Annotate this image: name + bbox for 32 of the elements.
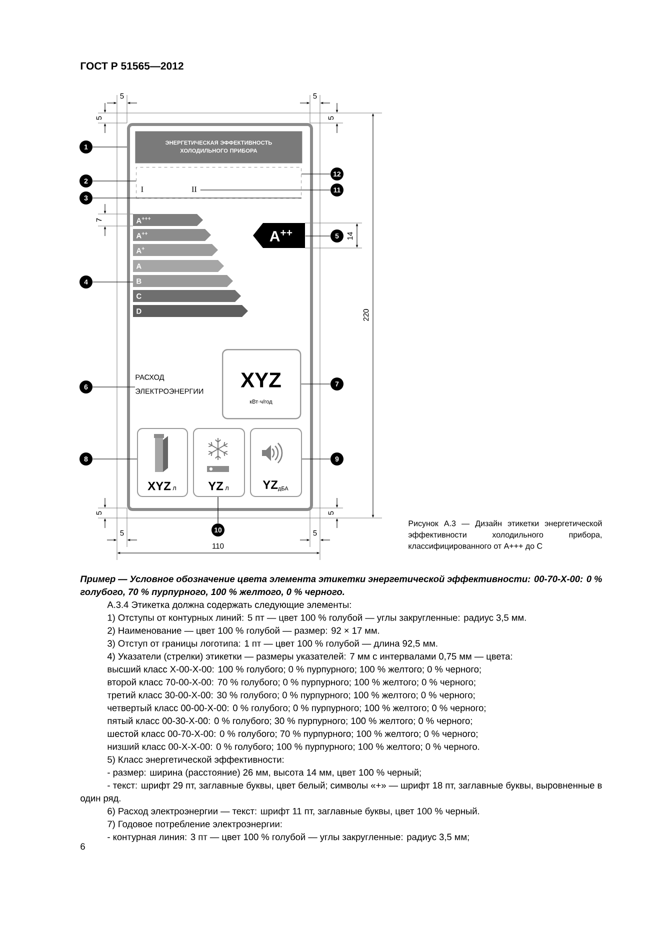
leader-line [92, 146, 128, 148]
paragraph: 2) Наименование — цвет 100 % голубой — размер: 92 × 17 мм. [108, 626, 379, 636]
label-frame [127, 123, 313, 511]
figure-caption: Рисунок А.3 — Дизайн этикетки энергетической эффективности холодильного прибора, классифицированного от А+++ до С [408, 520, 602, 550]
example-note: Пример — Условное обозначение цвета элемента этикетки энергетической эффективности: 00-70-X-00: 0 % голубого, 70 % пурпурного, 100 % желтого, 0 % черного. [80, 575, 602, 597]
class-indicator: A$^{++}$ [253, 223, 305, 248]
paragraph: пятый класс 00-30-X-00: 0 % голубого; 30 % пурпурного; 100 % желтого; 0 % черного; [108, 717, 472, 726]
paragraph: - контурная линия: 3 пт — цвет 100 % голубой — углы закругленные: радиус 3,5 мм; [108, 833, 469, 842]
leader-line [302, 458, 331, 460]
leader-line [92, 458, 138, 460]
paragraph: А.3.4 Этикетка должна содержать следующие элементы: [107, 601, 351, 610]
leader-line [92, 386, 136, 388]
paragraph: - размер: ширина (расстояние) 26 мм, высота 14 мм, цвет 100 % черный; [108, 768, 421, 778]
paragraph: 4) Указатели (стрелки) этикетки — размеры указателей: 7 мм с интервалами 0,75 мм — цвета: [107, 652, 512, 662]
paragraph: 3) Отступ от границы логотипа: 1 пт — цвет 100 % голубой — длина 92,5 мм. [108, 640, 438, 648]
paragraph: 5) Класс энергетической эффективности: [108, 756, 284, 765]
leader-line [92, 180, 136, 182]
paragraph: шестой класс 00-70-X-00: 0 % голубого; 70 % пурпурного; 100 % желтого; 0 % черного; [108, 730, 478, 739]
paragraph: 7) Годовое потребление электроэнергии: [108, 820, 282, 830]
paragraph: высший класс X-00-X-00: 100 % голубого; 0 % пурпурного; 100 % желтого; 0 % черного; [108, 666, 481, 674]
page-header: ГОСТ Р 51565—2012 [80, 62, 184, 70]
paragraph: 6) Расход электроэнергии — текст: шрифт 11 пт, заглавные буквы, цвет 100 % черный. [108, 807, 479, 816]
paragraph: второй класс 70-00-X-00: 70 % голубого; 0 % пурпурного; 100 % желтого; 0 % черного; [108, 678, 476, 688]
paragraph: - текст: шрифт 29 пт, заглавные буквы, цвет белый; символы «+» — шрифт 18 пт, заглавные буквы, выровненные в один ряд. [80, 782, 602, 804]
placeholder-frame [136, 167, 302, 198]
paragraph: четвертый класс 00-00-X-00: 0 % голубого; 0 % пурпурного; 100 % желтого; 0 % черного; [108, 704, 486, 713]
roman-numeral: I [141, 186, 144, 192]
paragraph: третий класс 30-00-X-00: 30 % голубого; 0 % пурпурного; 100 % желтого; 0 % черного; [107, 691, 475, 700]
paragraph: низший класс 00-X-X-00: 0 % голубого; 100 % пурпурного; 100 % желтого; 0 % черного. [108, 742, 480, 752]
page-number: 6 [80, 843, 85, 850]
roman-numeral: II [192, 186, 197, 192]
paragraph: 1) Отступы от контурных линий: 5 пт — цвет 100 % голубой — углы закругленные: радиус 3,5 мм. [108, 614, 526, 623]
